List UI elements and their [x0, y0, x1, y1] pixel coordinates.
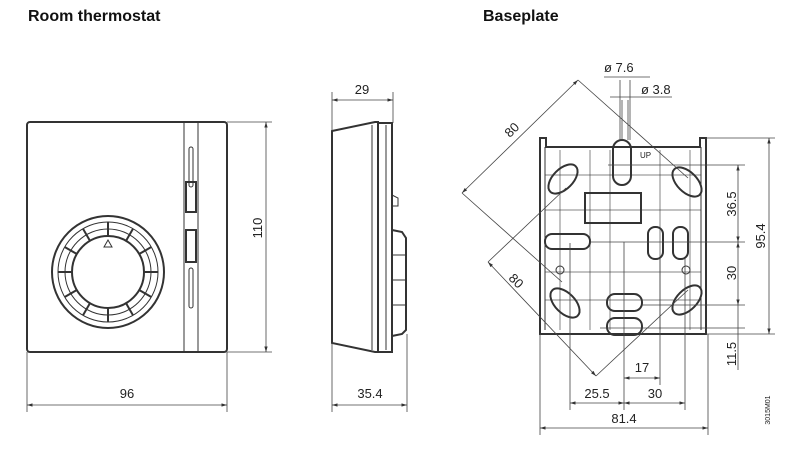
dim-base-30-horizontal: 30: [648, 386, 662, 401]
dial-tick: [125, 302, 134, 316]
up-marker: UP: [640, 151, 651, 160]
room-thermostat-title: Room thermostat: [28, 8, 161, 25]
dim-hole-small: ø 3.8: [641, 82, 671, 97]
thermostat-side-view: [331, 121, 407, 353]
baseplate-title: Baseplate: [483, 8, 559, 25]
slider-switch-2: [185, 229, 197, 263]
drawing-code: 3015M01: [765, 395, 772, 424]
dim-base-total-height: 95.4: [753, 223, 768, 248]
thermostat-front-view: [26, 121, 228, 353]
dim-base-17: 17: [635, 360, 649, 375]
dim-base-11-5: 11.5: [724, 342, 739, 366]
dim-base-25-5: 25.5: [584, 386, 609, 401]
cable-opening: [584, 192, 642, 224]
dial-tick: [82, 302, 91, 316]
dial-tick: [82, 228, 91, 242]
dim-front-height: 110: [250, 218, 265, 239]
dim-side-depth-bottom: 35.4: [357, 386, 382, 401]
slot-left: [544, 233, 591, 250]
dim-front-width: 96: [120, 386, 134, 401]
dim-diagonal-lower: 80: [506, 270, 527, 291]
setpoint-dial: [51, 215, 165, 329]
baseplate-dimensions: ø 7.6 ø 3.8 80 80 95.4 36.5 30 11.5: [461, 60, 775, 435]
dim-base-36-5: 36.5: [724, 191, 739, 216]
dim-base-30-vertical: 30: [724, 266, 739, 280]
dim-side-depth-top: 29: [355, 82, 369, 97]
dial-tick: [138, 246, 152, 255]
front-dimensions: 96 110: [26, 121, 272, 412]
dial-tick: [64, 246, 78, 255]
dim-hole-large: ø 7.6: [604, 60, 634, 75]
dial-tick: [64, 289, 78, 298]
slider-switch-1: [185, 181, 197, 213]
dim-base-total-width: 81.4: [611, 411, 636, 426]
baseplate-view: UP: [539, 137, 707, 336]
dial-tick: [125, 228, 134, 242]
side-dimensions: 29 35.4: [331, 82, 408, 412]
dial-tick: [138, 289, 152, 298]
